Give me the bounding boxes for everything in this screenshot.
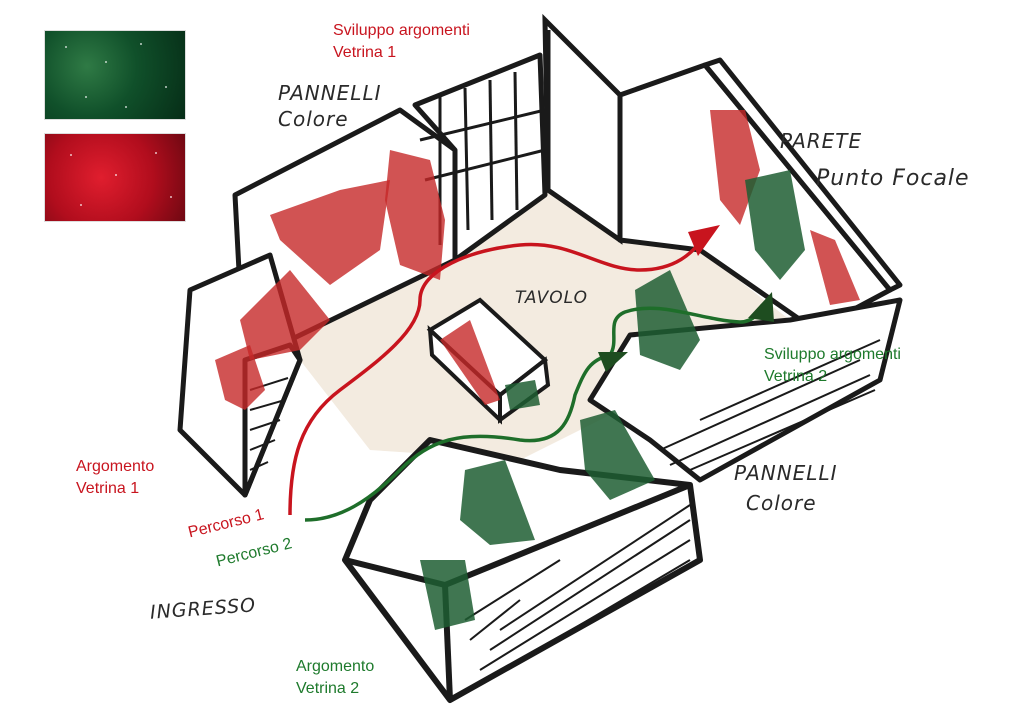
window-grid bbox=[419, 71, 546, 245]
hand-line: PARETE bbox=[780, 129, 863, 153]
path-2-arrowhead-end bbox=[748, 292, 774, 322]
handwritten-pannelli-right: PANNELLI Colore bbox=[734, 458, 838, 518]
label-line: Vetrina 1 bbox=[333, 44, 397, 61]
label-line: Sviluppo argomenti bbox=[764, 346, 901, 363]
hand-line: Punto Focale bbox=[816, 166, 970, 191]
path-1-arrowhead bbox=[688, 225, 720, 256]
label-line: Argomento bbox=[296, 658, 375, 675]
label-line: Vetrina 2 bbox=[296, 680, 360, 697]
hand-line: PANNELLI bbox=[278, 81, 382, 105]
path-1-line bbox=[288, 238, 704, 516]
hand-line: PANNELLI bbox=[734, 461, 838, 485]
red-color-swatch bbox=[44, 133, 186, 222]
path-2-line bbox=[304, 304, 764, 522]
handwritten-tavolo: TAVOLO bbox=[515, 288, 588, 308]
label-argomento-vetrina-2: Argomento Vetrina 2 bbox=[296, 656, 374, 700]
red-panels bbox=[215, 110, 860, 410]
label-sviluppo-vetrina-1: Sviluppo argomenti Vetrina 1 bbox=[333, 20, 470, 64]
label-line: Vetrina 1 bbox=[76, 480, 140, 497]
label-line: Vetrina 2 bbox=[764, 368, 828, 385]
green-panels bbox=[420, 170, 805, 630]
handwritten-pannelli-top: PANNELLI Colore bbox=[278, 80, 382, 132]
hand-line: Colore bbox=[278, 107, 349, 131]
label-argomento-vetrina-1: Argomento Vetrina 1 bbox=[76, 456, 154, 500]
label-line: Sviluppo argomenti bbox=[333, 22, 470, 39]
handwritten-parete: PARETE Punto Focale bbox=[780, 122, 970, 198]
label-line: Argomento bbox=[76, 458, 155, 475]
path-2-arrowhead-mid bbox=[598, 352, 628, 372]
label-sviluppo-vetrina-2: Sviluppo argomenti Vetrina 2 bbox=[764, 344, 901, 388]
hand-line: Colore bbox=[746, 491, 817, 515]
green-color-swatch bbox=[44, 30, 186, 120]
